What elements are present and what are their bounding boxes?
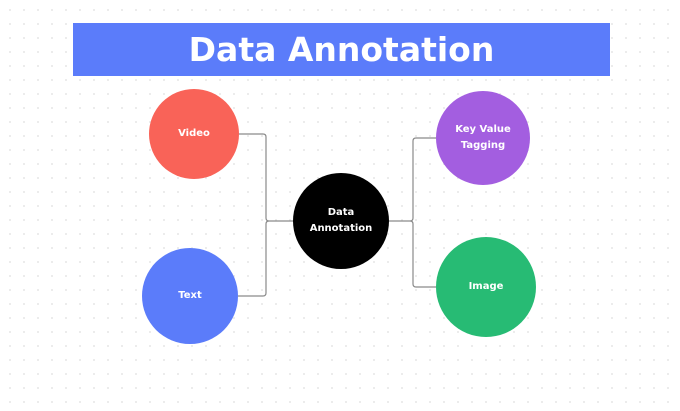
connector-video bbox=[239, 133, 270, 222]
node-center-data-annotation: Data Annotation bbox=[293, 173, 389, 269]
connector-text bbox=[238, 220, 270, 297]
node-image: Image bbox=[436, 237, 536, 337]
node-key-value-label: Key Value Tagging bbox=[455, 124, 511, 151]
node-key-value-tagging: Key Value Tagging bbox=[436, 91, 530, 185]
connector-key-value bbox=[409, 137, 436, 222]
node-video: Video bbox=[149, 89, 239, 179]
node-center-label: Data Annotation bbox=[309, 207, 373, 234]
node-image-label: Image bbox=[468, 281, 504, 292]
connector-image bbox=[409, 220, 436, 288]
node-text-label: Text bbox=[178, 290, 202, 301]
title-banner: Data Annotation bbox=[73, 23, 610, 76]
node-video-label: Video bbox=[178, 128, 210, 139]
node-text: Text bbox=[142, 248, 238, 344]
diagram-title: Data Annotation bbox=[188, 30, 495, 69]
